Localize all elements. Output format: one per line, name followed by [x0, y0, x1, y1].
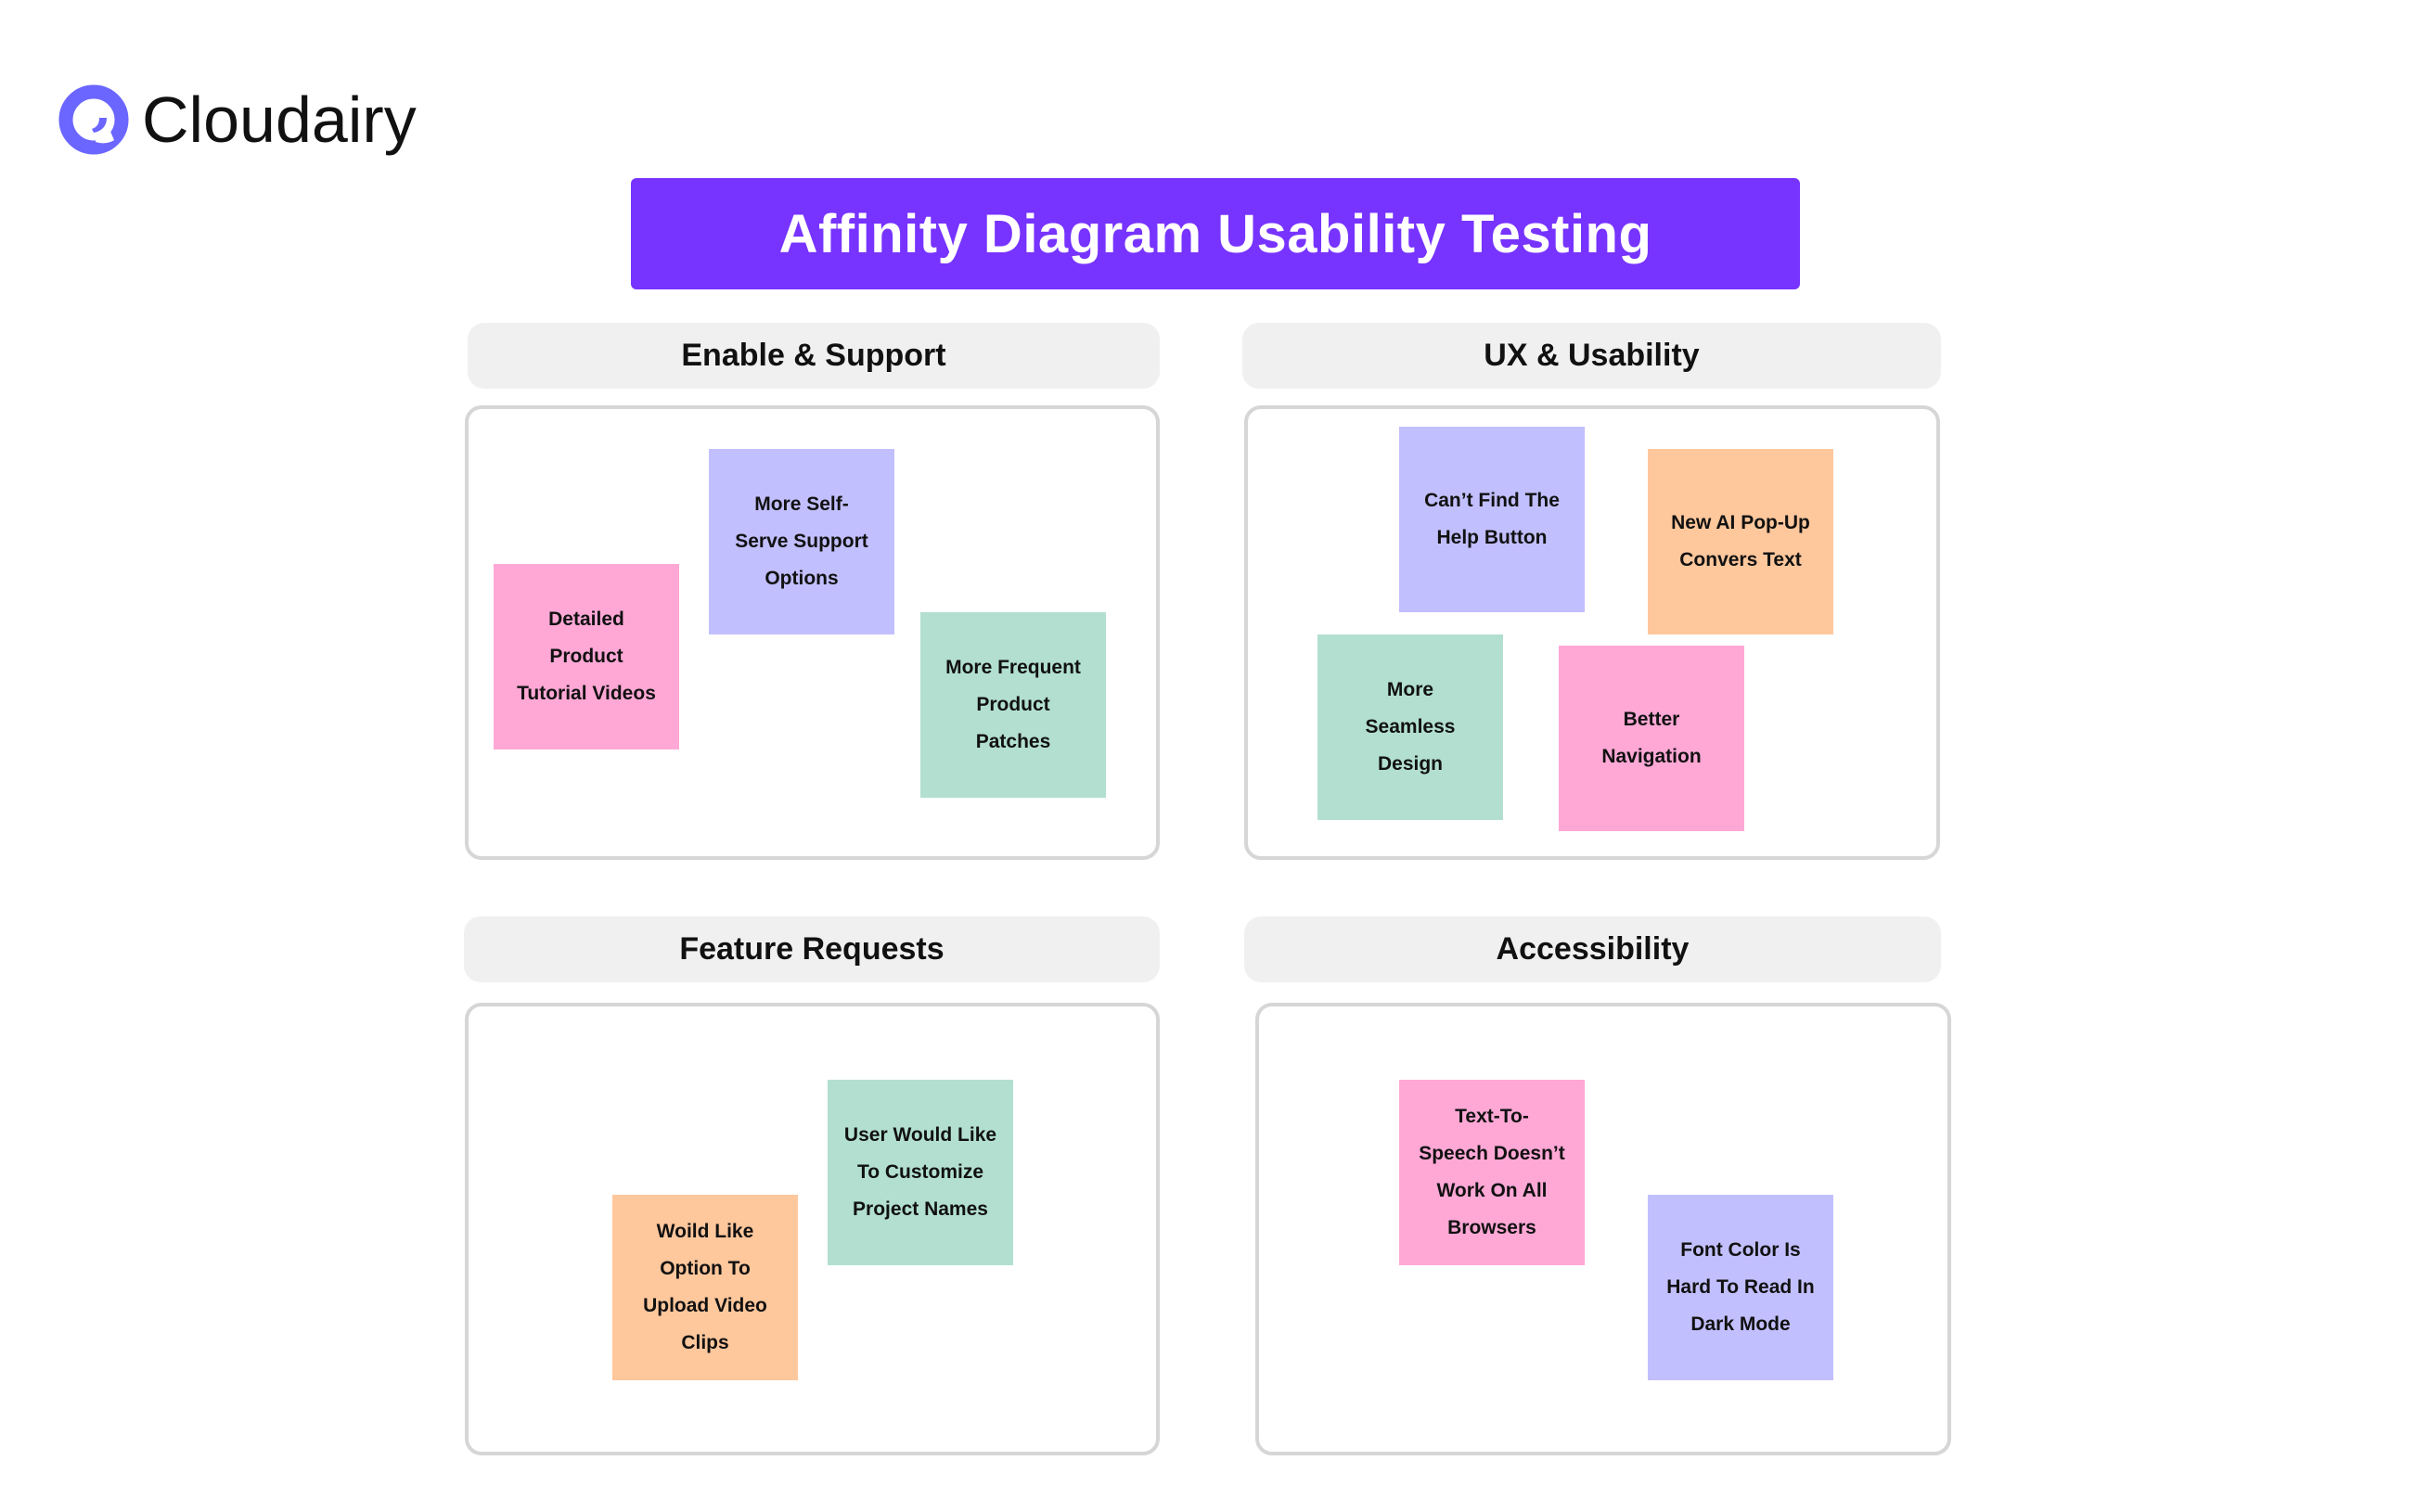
- sticky-note-text: Detailed Product Tutorial Videos: [517, 609, 656, 704]
- sticky-note[interactable]: More Frequent Product Patches: [920, 612, 1106, 798]
- group-box-feature-requests: [465, 1003, 1160, 1455]
- sticky-note-text: New AI Pop-Up Convers Text: [1671, 512, 1810, 570]
- group-header-feature-requests: Feature Requests: [464, 916, 1160, 982]
- sticky-note[interactable]: User Would Like To Customize Project Nam…: [828, 1080, 1013, 1265]
- sticky-note[interactable]: Better Navigation: [1559, 646, 1744, 831]
- group-title: Enable & Support: [681, 338, 946, 373]
- sticky-note[interactable]: More Seamless Design: [1317, 634, 1503, 820]
- cloudairy-swirl-icon: [58, 84, 129, 155]
- sticky-note[interactable]: Woild Like Option To Upload Video Clips: [612, 1195, 798, 1380]
- group-box-accessibility: [1255, 1003, 1951, 1455]
- group-title: Feature Requests: [679, 931, 945, 967]
- group-header-ux-usability: UX & Usability: [1242, 323, 1941, 389]
- sticky-note-text: More Self- Serve Support Options: [735, 493, 868, 589]
- sticky-note[interactable]: More Self- Serve Support Options: [709, 449, 894, 634]
- sticky-note-text: Can’t Find The Help Button: [1424, 490, 1560, 548]
- brand-name: Cloudairy: [142, 83, 417, 156]
- sticky-note[interactable]: Font Color Is Hard To Read In Dark Mode: [1648, 1195, 1833, 1380]
- diagram-title: Affinity Diagram Usability Testing: [778, 203, 1652, 264]
- sticky-note[interactable]: Text-To- Speech Doesn’t Work On All Brow…: [1399, 1080, 1585, 1265]
- brand-logo: Cloudairy: [58, 83, 417, 156]
- sticky-note-text: More Frequent Product Patches: [945, 657, 1081, 752]
- sticky-note-text: More Seamless Design: [1365, 679, 1456, 775]
- group-title: UX & Usability: [1484, 338, 1700, 373]
- diagram-title-banner: Affinity Diagram Usability Testing: [631, 178, 1800, 289]
- group-header-enable-support: Enable & Support: [468, 323, 1160, 389]
- sticky-note-text: Font Color Is Hard To Read In Dark Mode: [1666, 1239, 1815, 1335]
- group-header-accessibility: Accessibility: [1244, 916, 1941, 982]
- sticky-note[interactable]: New AI Pop-Up Convers Text: [1648, 449, 1833, 634]
- sticky-note[interactable]: Can’t Find The Help Button: [1399, 427, 1585, 612]
- sticky-note-text: Better Navigation: [1601, 709, 1702, 767]
- sticky-note[interactable]: Detailed Product Tutorial Videos: [494, 564, 679, 750]
- group-title: Accessibility: [1496, 931, 1690, 967]
- sticky-note-text: User Would Like To Customize Project Nam…: [843, 1124, 997, 1220]
- sticky-note-text: Text-To- Speech Doesn’t Work On All Brow…: [1419, 1106, 1565, 1238]
- sticky-note-text: Woild Like Option To Upload Video Clips: [643, 1221, 767, 1353]
